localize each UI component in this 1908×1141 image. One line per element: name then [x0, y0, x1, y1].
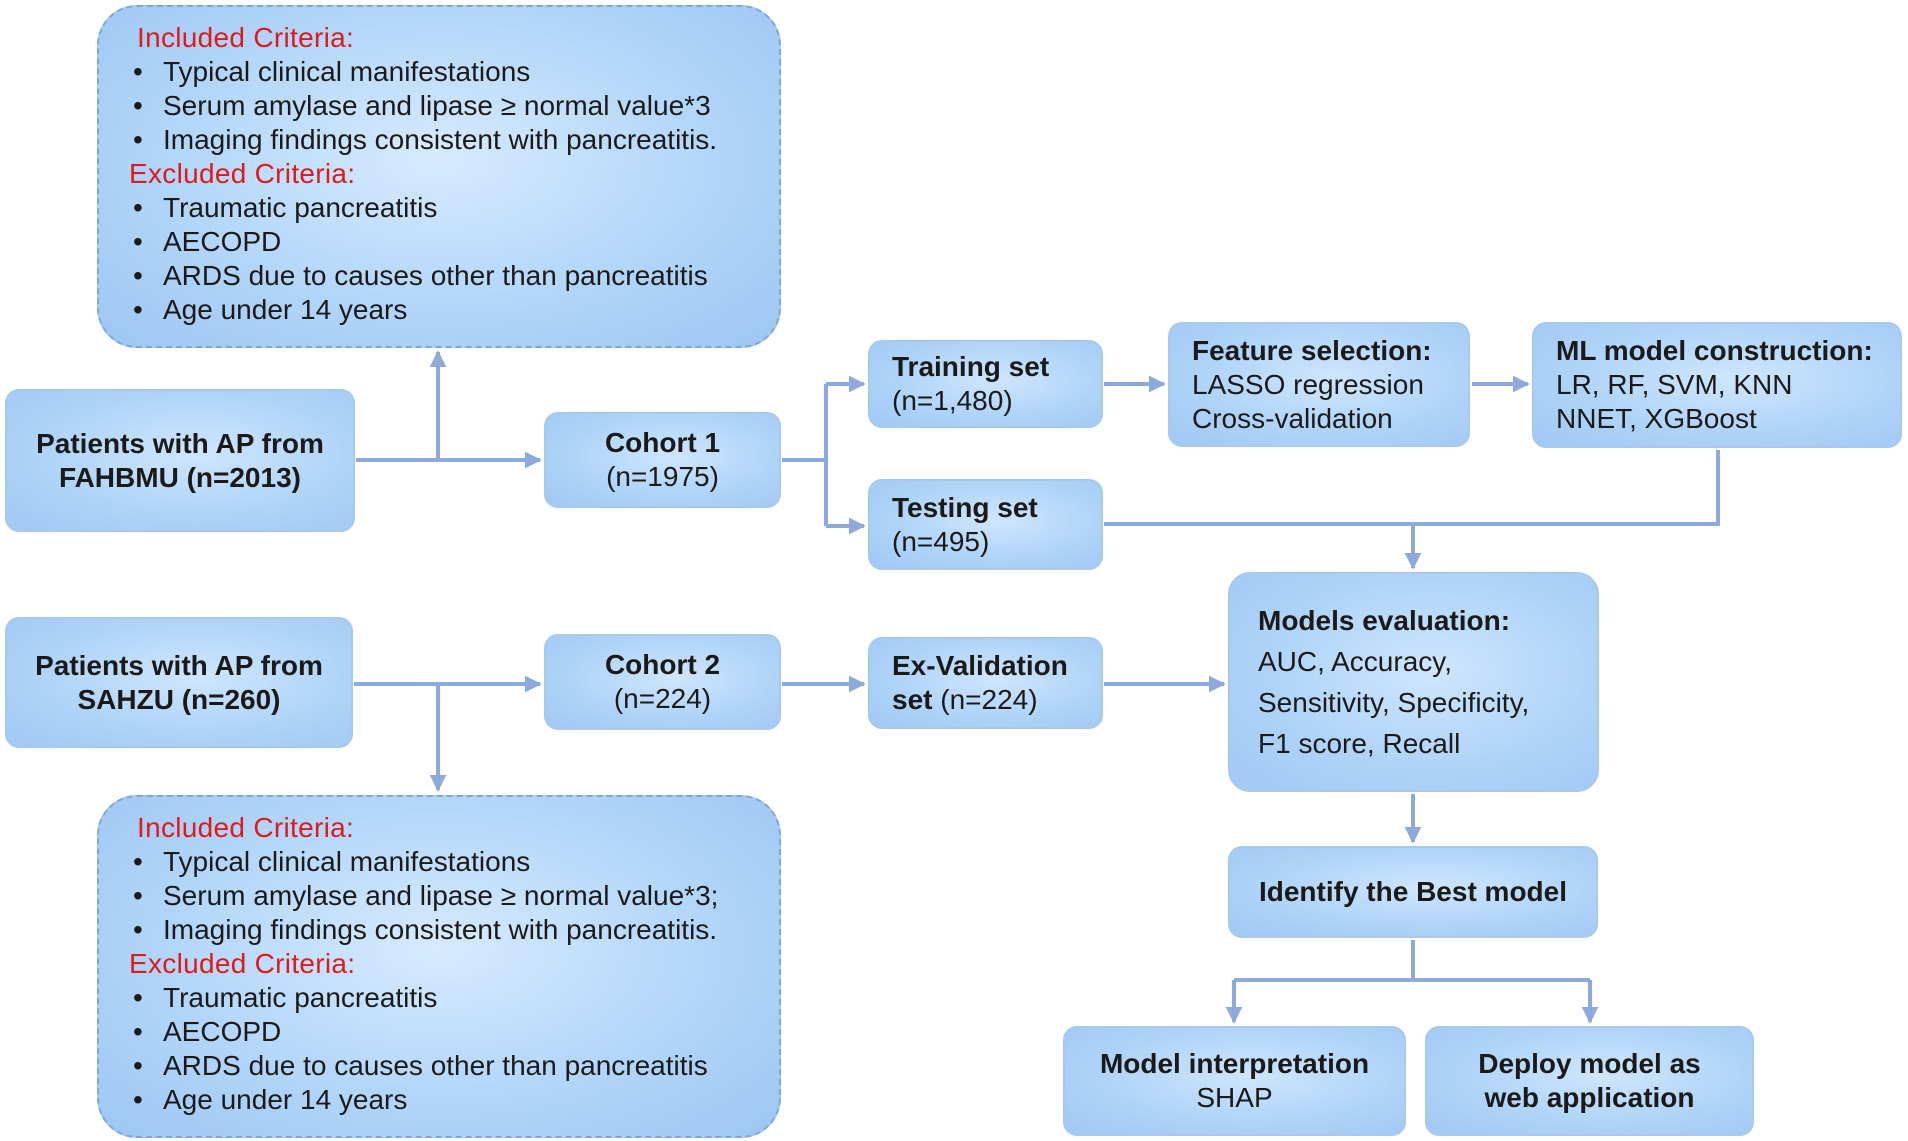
node-title: ML model construction: [1556, 335, 1873, 366]
list-item: Typical clinical manifestations [129, 55, 759, 89]
models-evaluation-node: Models evaluation: AUC, Accuracy, Sensit… [1228, 572, 1599, 792]
feature-selection-node: Feature selection: LASSO regression Cros… [1168, 322, 1470, 447]
list-item: ARDS due to causes other than pancreatit… [129, 1049, 759, 1083]
node-text: Sensitivity, Specificity, [1258, 687, 1530, 718]
node-text: NNET, XGBoost [1556, 403, 1757, 434]
criteria-box-cohort2: Included Criteria: Typical clinical mani… [97, 795, 781, 1138]
node-count: (n=224) [932, 684, 1038, 715]
node-title: Models evaluation: [1258, 605, 1511, 636]
testing-set-node: Testing set (n=495) [868, 479, 1103, 570]
deploy-model-node: Deploy model as web application [1425, 1026, 1754, 1136]
cohort2-node: Cohort 2 (n=224) [544, 634, 781, 730]
excluded-criteria-list: Traumatic pancreatitis AECOPD ARDS due t… [129, 981, 759, 1117]
node-title: set [892, 684, 933, 715]
node-title: Deploy model as [1478, 1048, 1701, 1079]
node-count: (n=495) [892, 525, 990, 557]
list-item: Age under 14 years [129, 293, 759, 327]
node-title: Feature selection: [1192, 334, 1432, 366]
criteria-box-cohort1: Included Criteria: Typical clinical mani… [97, 5, 781, 348]
excluded-criteria-list: Traumatic pancreatitis AECOPD ARDS due t… [129, 191, 759, 327]
ml-model-construction-node: ML model construction: LR, RF, SVM, KNN … [1532, 322, 1902, 448]
list-item: Traumatic pancreatitis [129, 191, 759, 225]
cohort1-node: Cohort 1 (n=1975) [544, 412, 781, 508]
node-text: LASSO regression [1192, 368, 1424, 400]
node-label: SAHZU (n=260) [77, 683, 281, 715]
node-title: Ex-Validation [892, 650, 1068, 681]
list-item: Typical clinical manifestations [129, 845, 759, 879]
node-title: Cohort 1 [604, 427, 721, 458]
list-item: Traumatic pancreatitis [129, 981, 759, 1015]
included-criteria-heading: Included Criteria: [137, 22, 355, 53]
list-item: Age under 14 years [129, 1083, 759, 1117]
node-title: Cohort 2 [604, 649, 721, 680]
arrow-ml-evaluation [1404, 450, 1720, 570]
ex-validation-set-node: Ex-Validation set (n=224) [868, 637, 1103, 729]
patients-sahzu-node: Patients with AP from SAHZU (n=260) [5, 617, 353, 748]
list-item: AECOPD [129, 1015, 759, 1049]
node-text: SHAP [1196, 1082, 1273, 1113]
list-item: AECOPD [129, 225, 759, 259]
node-title: Identify the Best model [1258, 876, 1568, 907]
node-text: LR, RF, SVM, KNN [1556, 369, 1793, 400]
node-text: F1 score, Recall [1258, 728, 1461, 759]
included-criteria-heading: Included Criteria: [137, 812, 355, 843]
node-title: Training set [892, 351, 1050, 382]
node-text: AUC, Accuracy, [1258, 646, 1452, 677]
node-count: (n=1975) [606, 461, 719, 492]
node-text: Cross-validation [1192, 402, 1393, 434]
list-item: Serum amylase and lipase ≥ normal value*… [129, 89, 759, 123]
patients-fahbmu-node: Patients with AP from FAHBMU (n=2013) [5, 389, 355, 532]
included-criteria-list: Typical clinical manifestations Serum am… [129, 55, 759, 157]
list-item: Imaging findings consistent with pancrea… [129, 123, 759, 157]
list-item: Serum amylase and lipase ≥ normal value*… [129, 879, 759, 913]
excluded-criteria-heading: Excluded Criteria: [129, 158, 356, 189]
list-item: Imaging findings consistent with pancrea… [129, 913, 759, 947]
node-title: Testing set [892, 491, 1038, 523]
node-title: web application [1484, 1082, 1695, 1113]
node-label: Patients with AP from [36, 427, 324, 459]
node-count: (n=224) [613, 683, 712, 714]
node-count: (n=1,480) [892, 385, 1013, 416]
identify-best-model-node: Identify the Best model [1228, 846, 1598, 938]
training-set-node: Training set (n=1,480) [868, 340, 1103, 428]
included-criteria-list: Typical clinical manifestations Serum am… [129, 845, 759, 947]
list-item: ARDS due to causes other than pancreatit… [129, 259, 759, 293]
node-label: FAHBMU (n=2013) [59, 461, 301, 493]
model-interpretation-node: Model interpretation SHAP [1063, 1026, 1406, 1136]
excluded-criteria-heading: Excluded Criteria: [129, 948, 356, 979]
node-label: Patients with AP from [35, 649, 323, 681]
node-title: Model interpretation [1099, 1048, 1370, 1079]
